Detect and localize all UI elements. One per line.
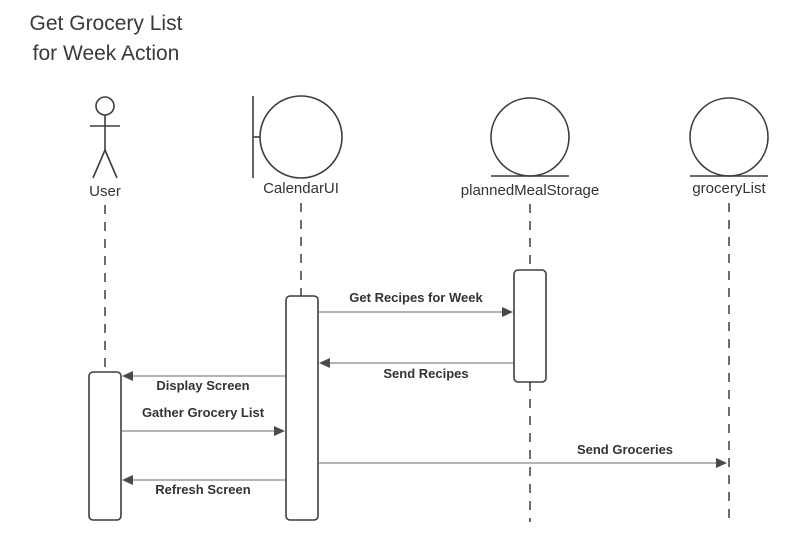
participant-grocery-list: groceryList — [689, 97, 769, 522]
participant-planned-meal-storage: plannedMealStorage — [461, 97, 599, 522]
message-label: Display Screen — [156, 378, 249, 393]
participant-calendar-ui: CalendarUI — [252, 95, 343, 521]
diagram-title-line-1: Get Grocery List — [30, 12, 183, 35]
arrow-right-icon — [274, 426, 285, 436]
message-display-screen: Display Screen — [122, 371, 286, 393]
activation-planned-meal-storage — [513, 269, 547, 383]
participant-label-user: User — [89, 183, 121, 200]
message-label: Refresh Screen — [155, 482, 250, 497]
message-gather-grocery-list: Gather Grocery List — [121, 405, 285, 436]
arrow-right-icon — [502, 307, 513, 317]
message-refresh-screen: Refresh Screen — [122, 475, 286, 497]
message-send-groceries: Send Groceries — [318, 442, 727, 468]
message-label: Send Recipes — [383, 366, 468, 381]
entity-icon — [689, 97, 769, 177]
participant-label-calendar-ui: CalendarUI — [263, 180, 339, 197]
participant-label-planned-meal-storage: plannedMealStorage — [461, 182, 599, 199]
arrow-left-icon — [319, 358, 330, 368]
participant-user: User — [88, 96, 122, 521]
diagram-title-line-2: for Week Action — [33, 42, 180, 65]
message-label: Gather Grocery List — [142, 405, 265, 420]
arrow-right-icon — [716, 458, 727, 468]
arrow-left-icon — [122, 475, 133, 485]
entity-icon — [490, 97, 570, 177]
arrow-left-icon — [122, 371, 133, 381]
boundary-icon — [252, 95, 343, 179]
message-label: Send Groceries — [577, 442, 673, 457]
actor-icon — [90, 96, 120, 179]
activation-user — [88, 371, 122, 521]
message-get-recipes-for-week: Get Recipes for Week — [318, 290, 513, 317]
activation-calendar-ui — [285, 295, 319, 521]
message-send-recipes: Send Recipes — [319, 358, 514, 381]
participant-label-grocery-list: groceryList — [692, 180, 766, 197]
message-label: Get Recipes for Week — [349, 290, 483, 305]
